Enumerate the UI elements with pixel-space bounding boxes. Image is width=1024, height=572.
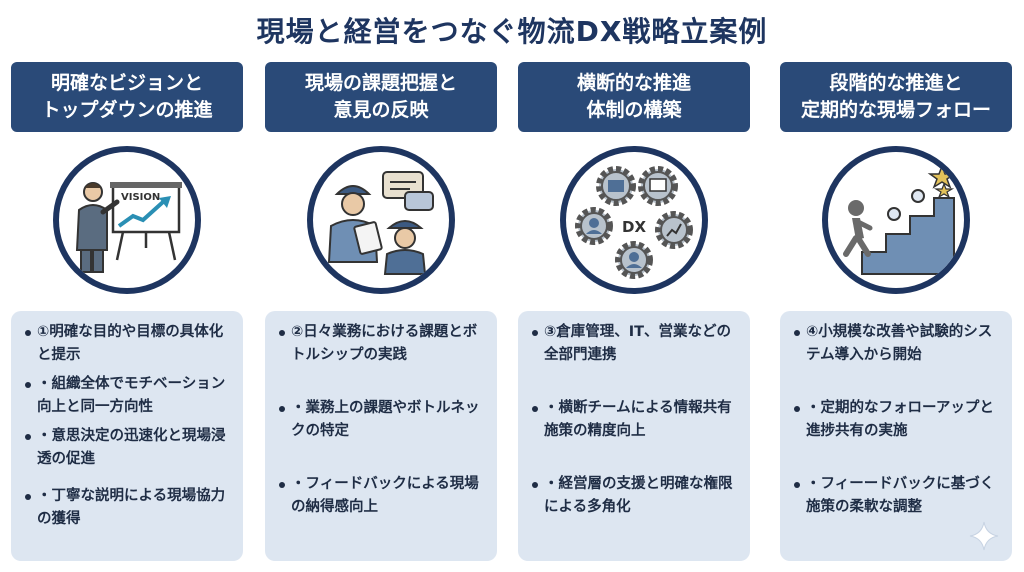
header-line-1: 横断的な推進 bbox=[576, 72, 691, 94]
list-item: ・経営層の支援と明確な権限による多角化 bbox=[532, 473, 738, 519]
header-line-2: 体制の構築 bbox=[586, 99, 682, 121]
list-item: ・意思決定の迅速化と現場浸透の促進 bbox=[25, 425, 231, 471]
column-header: 横断的な推進 体制の構築 bbox=[518, 62, 750, 132]
list-item: ③倉庫管理、IT、営業などの全部門連携 bbox=[532, 321, 738, 367]
column-header: 段階的な推進と 定期的な現場フォロー bbox=[780, 62, 1012, 132]
column-stepwise: 段階的な推進と 定期的な現場フォロー ④小規模な改善や試験的システム導入から開始… bbox=[780, 62, 1012, 561]
card-cross-functional: ③倉庫管理、IT、営業などの全部門連携 ・横断チームによる情報共有施策の精度向上… bbox=[518, 311, 750, 561]
list-item: ④小規模な改善や試験的システム導入から開始 bbox=[794, 321, 1000, 367]
column-vision: 明確なビジョンと トップダウンの推進 VISION bbox=[11, 62, 243, 561]
list-item: ・フィーードバックに基づく施策の柔軟な調整 bbox=[794, 473, 1000, 519]
column-header: 明確なビジョンと トップダウンの推進 bbox=[11, 62, 243, 132]
card-field-issues: ②日々業務における課題とボトルシップの実践 ・業務上の課題やボトルネックの特定 … bbox=[265, 311, 497, 561]
column-cross-functional: 横断的な推進 体制の構築 bbox=[518, 62, 750, 561]
list-item: ・横断チームによる情報共有施策の精度向上 bbox=[532, 397, 738, 443]
dx-label: DX bbox=[622, 218, 646, 236]
dx-gears-icon: DX bbox=[560, 146, 708, 294]
list-item: ①明確な目的や目標の具体化と提示 bbox=[25, 321, 231, 367]
list-item: ・業務上の課題やボトルネックの特定 bbox=[279, 397, 485, 443]
list-item: ②日々業務における課題とボトルシップの実践 bbox=[279, 321, 485, 367]
header-line-1: 段階的な推進と bbox=[829, 72, 963, 94]
header-line-2: 意見の反映 bbox=[333, 99, 429, 121]
page-title: 現場と経営をつなぐ物流DX戦略立案例 bbox=[256, 15, 768, 48]
column-field-issues: 現場の課題把握と 意見の反映 ②日々業務におけ bbox=[265, 62, 497, 561]
card-vision: ①明確な目的や目標の具体化と提示 ・組織全体でモチベーション向上と同一方向性 ・… bbox=[11, 311, 243, 561]
header-line-1: 現場の課題把握と bbox=[304, 72, 457, 94]
list-item: ・定期的なフォローアップと進捗共有の実施 bbox=[794, 397, 1000, 443]
list-item: ・フィードバックによる現場の納得感向上 bbox=[279, 473, 485, 519]
sparkle-icon bbox=[969, 521, 999, 551]
column-header: 現場の課題把握と 意見の反映 bbox=[265, 62, 497, 132]
vision-label: VISION bbox=[121, 192, 160, 203]
header-line-2: 定期的な現場フォロー bbox=[800, 99, 991, 121]
list-item: ・丁寧な説明による現場協力の獲得 bbox=[25, 485, 231, 531]
stairs-climbing-icon bbox=[822, 146, 970, 294]
list-item: ・組織全体でモチベーション向上と同一方向性 bbox=[25, 373, 231, 419]
card-stepwise: ④小規模な改善や試験的システム導入から開始 ・定期的なフォローアップと進捗共有の… bbox=[780, 311, 1012, 561]
vision-presentation-icon: VISION bbox=[53, 146, 201, 294]
header-line-1: 明確なビジョンと bbox=[50, 72, 203, 94]
header-line-2: トップダウンの推進 bbox=[41, 99, 213, 121]
workers-discussion-icon bbox=[307, 146, 455, 294]
